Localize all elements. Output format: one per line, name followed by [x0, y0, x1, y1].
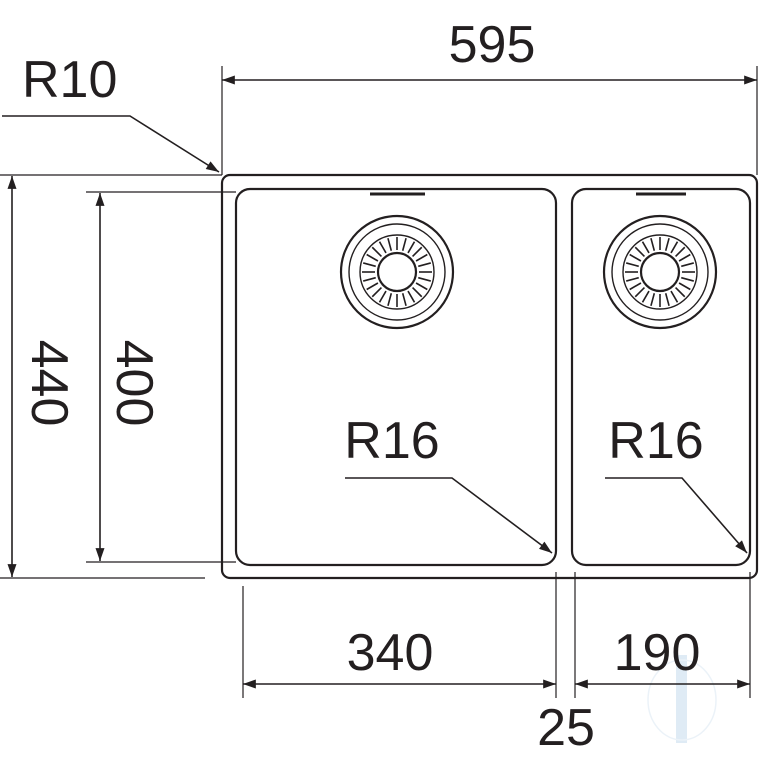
main-bowl-drain-icon: [339, 214, 455, 330]
strainer-slot: [678, 253, 691, 262]
overall-width-label: 595: [449, 16, 536, 74]
strainer-slot: [634, 286, 646, 298]
strainer-slot: [641, 290, 650, 303]
small-bowl-drain-icon: [602, 214, 718, 330]
strainer-slot: [418, 276, 432, 282]
small-bowl-width-label: 190: [614, 624, 701, 682]
small-bowl-radius-leader: [605, 477, 748, 554]
strainer-slot: [371, 286, 383, 298]
strainer-slot: [411, 246, 423, 258]
strainer-slot: [362, 262, 376, 268]
strainer-slot: [401, 293, 407, 307]
strainer-slot: [407, 290, 416, 303]
strainer-slot: [371, 246, 383, 258]
strainer-slot: [629, 253, 642, 262]
strainer-slot: [378, 290, 387, 303]
strainer-slot: [674, 246, 686, 258]
strainer-slot: [407, 241, 416, 254]
small-bowl-outline: [570, 187, 752, 567]
strainer-slot: [650, 293, 656, 307]
main-bowl-outline: [234, 187, 558, 567]
outer-radius-leader: [2, 115, 220, 173]
main-bowl-radius-label: R16: [344, 412, 439, 470]
main-bowl-width-label: 340: [347, 624, 434, 682]
strainer-slot: [625, 276, 639, 282]
strainer-slot: [650, 237, 656, 251]
strainer-slot: [366, 282, 379, 291]
strainer-slot: [415, 282, 428, 291]
strainer-slot: [366, 253, 379, 262]
strainer-slot: [670, 290, 679, 303]
strainer-slot: [415, 253, 428, 262]
strainer-slot: [418, 262, 432, 268]
strainer-slot: [629, 282, 642, 291]
strainer-slot: [401, 237, 407, 251]
bowl-gap-label: 25: [537, 699, 595, 757]
watermark-logo: [647, 655, 717, 743]
strainer-slot: [641, 241, 650, 254]
strainer-slot: [674, 286, 686, 298]
strainer-slot: [411, 286, 423, 298]
strainer-slot: [387, 293, 393, 307]
strainer-slot: [664, 293, 670, 307]
strainer-slot: [664, 237, 670, 251]
bowl-depth-label: 400: [105, 340, 163, 427]
small-bowl-radius-label: R16: [608, 412, 703, 470]
outer-radius-label: R10: [22, 51, 117, 109]
strainer-slot: [634, 246, 646, 258]
sink-outer-outline: [220, 173, 759, 580]
strainer-slot: [362, 276, 376, 282]
strainer-slot: [670, 241, 679, 254]
strainer-slot: [625, 262, 639, 268]
strainer-slot: [378, 241, 387, 254]
strainer-slot: [678, 282, 691, 291]
strainer-slot: [681, 262, 695, 268]
strainer-slot: [681, 276, 695, 282]
main-bowl-radius-leader: [345, 477, 553, 554]
strainer-slot: [387, 237, 393, 251]
overall-depth-label: 440: [20, 340, 78, 427]
